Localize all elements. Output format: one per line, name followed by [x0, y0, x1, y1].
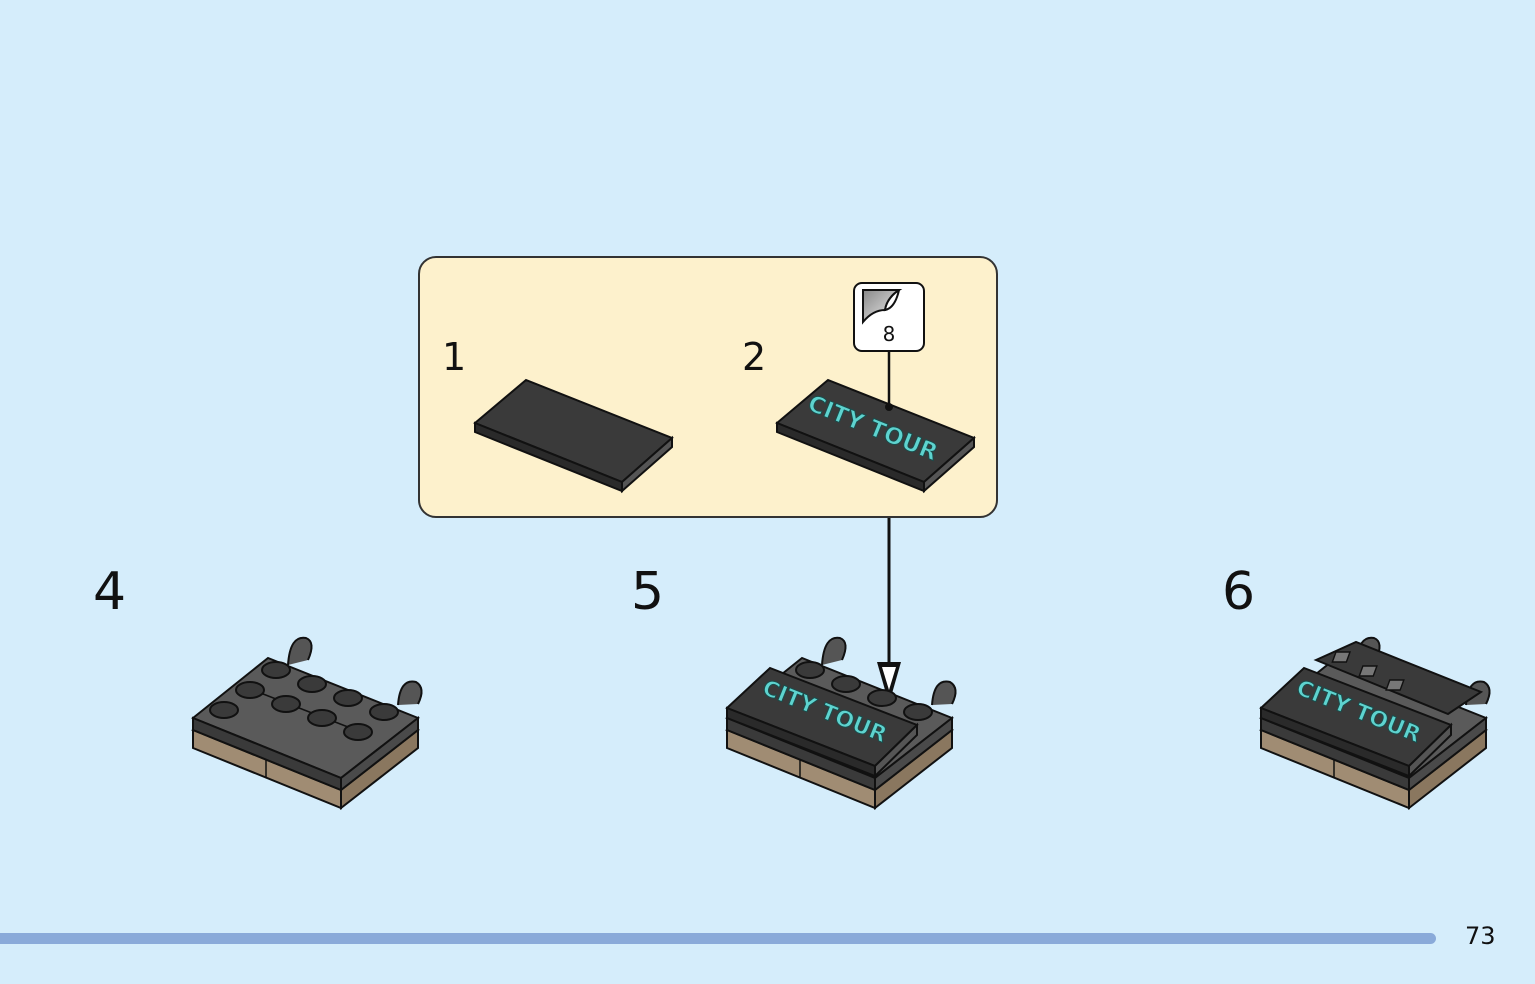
- model-step-4: [191, 636, 423, 811]
- page-number: 73: [1465, 922, 1496, 950]
- tile-plain: [473, 378, 674, 494]
- step-number-4: 4: [93, 562, 127, 622]
- sticker-sheet-icon: 8: [853, 282, 925, 352]
- model-step-5: CITY TOUR: [725, 636, 957, 811]
- tile-decorated: CITY TOUR: [775, 378, 976, 494]
- progress-bar: [0, 933, 1436, 944]
- substep-number-2: 2: [742, 335, 767, 379]
- step-number-6: 6: [1222, 562, 1256, 622]
- sticker-number: 8: [882, 322, 896, 346]
- model-step-6: CITY TOUR: [1259, 636, 1491, 811]
- arrow-down-icon: [877, 352, 901, 704]
- step-number-5: 5: [631, 562, 665, 622]
- substep-number-1: 1: [442, 335, 467, 379]
